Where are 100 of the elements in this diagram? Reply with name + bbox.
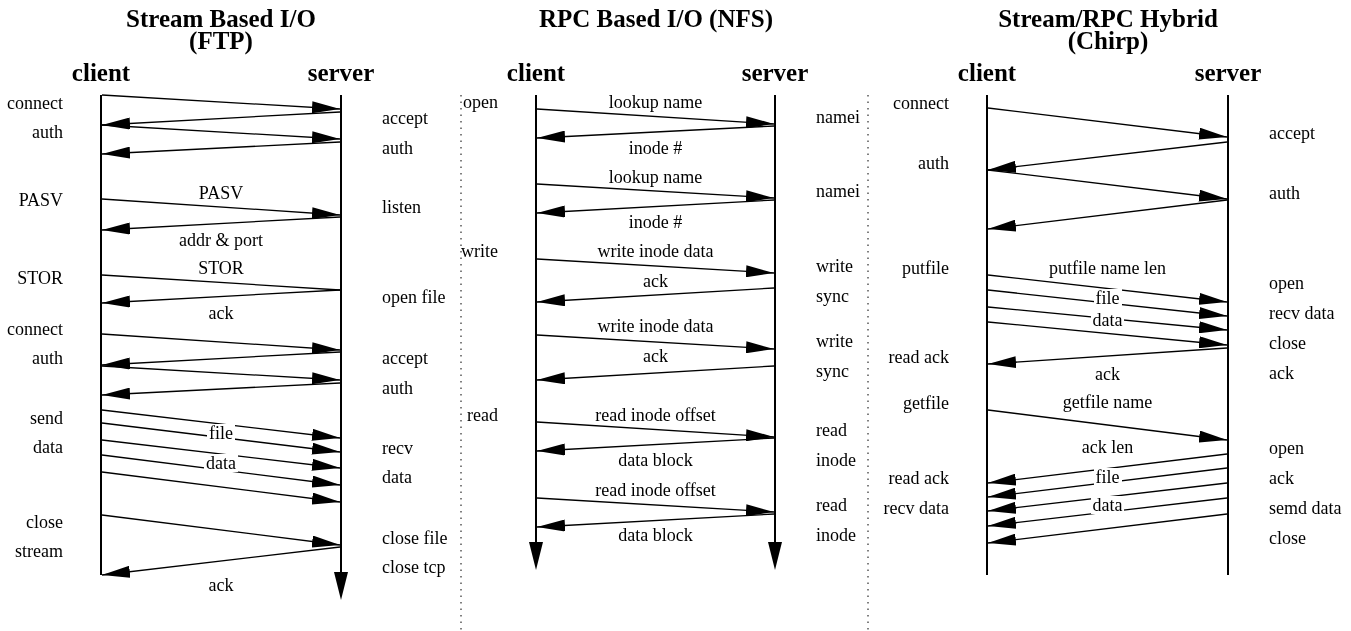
step-label: close file xyxy=(382,528,448,548)
message-arrow xyxy=(101,351,341,370)
step-label: auth xyxy=(918,153,949,173)
step-label: write xyxy=(816,256,853,276)
step-label: read xyxy=(816,495,847,515)
edge-label: lookup name xyxy=(606,93,705,111)
step-label: auth xyxy=(32,348,63,368)
message-arrow xyxy=(536,125,775,143)
edge-label: file xyxy=(1093,468,1122,486)
step-label: read xyxy=(816,420,847,440)
step-label: namei xyxy=(816,107,860,127)
step-label: write xyxy=(461,241,498,261)
step-label: getfile xyxy=(903,393,949,413)
message-arrow xyxy=(101,94,341,114)
message-arrow xyxy=(987,467,1228,500)
step-label: auth xyxy=(1269,183,1300,203)
step-label: putfile xyxy=(902,258,949,278)
step-label: close xyxy=(1269,528,1306,548)
message-arrow xyxy=(536,421,775,442)
step-label: ack xyxy=(1269,468,1294,488)
step-label: connect xyxy=(7,93,63,113)
edge-label: ack len xyxy=(1079,438,1136,456)
step-label: write xyxy=(816,331,853,351)
step-label: read xyxy=(467,405,498,425)
message-arrow xyxy=(987,347,1228,369)
edge-label: ack xyxy=(641,347,670,365)
step-label: read ack xyxy=(888,468,949,488)
step-label: open file xyxy=(382,287,446,307)
message-arrow xyxy=(536,513,775,532)
message-arrow xyxy=(101,141,341,159)
edge-label: ack xyxy=(206,576,236,594)
edge-label: data block xyxy=(616,451,695,469)
step-label: close xyxy=(1269,333,1306,353)
edge-label: inode # xyxy=(626,213,685,231)
message-arrow xyxy=(536,199,775,218)
step-label: open xyxy=(1269,438,1304,458)
lifeline-heading: server xyxy=(307,59,375,87)
step-label: recv data xyxy=(883,498,949,518)
edge-label: data block xyxy=(616,526,695,544)
step-label: accept xyxy=(382,348,428,368)
message-arrow xyxy=(101,333,341,355)
message-arrow xyxy=(101,198,341,220)
message-arrow xyxy=(101,124,341,144)
message-arrow xyxy=(987,409,1228,443)
message-arrow xyxy=(987,199,1228,232)
message-arrow xyxy=(536,108,775,129)
message-arrow xyxy=(101,471,341,505)
edge-label: ack xyxy=(206,304,236,322)
step-label: namei xyxy=(816,181,860,201)
edge-label: ack xyxy=(1093,365,1122,383)
step-label: PASV xyxy=(18,190,63,210)
lifeline-heading: client xyxy=(957,59,1017,87)
step-label: auth xyxy=(382,378,413,398)
lifeline-heading: client xyxy=(71,59,131,87)
step-label: recv data xyxy=(382,437,414,489)
message-arrow xyxy=(101,365,341,385)
message-arrow xyxy=(101,382,341,400)
step-label: accept xyxy=(382,108,428,128)
message-arrow xyxy=(987,274,1228,305)
step-label: sync xyxy=(816,361,849,381)
message-arrow xyxy=(987,513,1228,546)
message-arrow xyxy=(101,289,341,308)
message-arrow xyxy=(536,334,775,354)
edge-label: addr & port xyxy=(177,231,265,249)
lifeline-heading: server xyxy=(1194,59,1262,87)
step-label: accept xyxy=(1269,123,1315,143)
panel-heading: Stream/RPC Hybrid (Chirp) xyxy=(997,8,1219,52)
message-arrow xyxy=(987,289,1228,319)
edge-label: getfile name xyxy=(1060,393,1155,411)
step-label: inode xyxy=(816,525,856,545)
step-label: semd data xyxy=(1269,498,1342,518)
edge-label: file xyxy=(1093,289,1122,307)
edge-label: STOR xyxy=(196,259,246,277)
message-arrow xyxy=(536,365,775,385)
edge-label: write inode data xyxy=(595,317,716,335)
step-label: inode xyxy=(816,450,856,470)
edge-label: data xyxy=(1090,311,1125,329)
step-label: ack xyxy=(1269,363,1294,383)
step-label: STOR xyxy=(17,268,63,288)
message-arrow xyxy=(536,287,775,307)
step-label: read ack xyxy=(888,347,949,367)
message-arrow xyxy=(536,183,775,203)
step-label: connect xyxy=(7,319,63,339)
step-label: close stream xyxy=(14,511,63,563)
message-arrow xyxy=(987,169,1228,202)
message-arrow xyxy=(536,437,775,456)
step-label: open xyxy=(463,92,498,112)
edge-label: read inode offset xyxy=(593,481,718,499)
message-arrow xyxy=(101,409,341,441)
message-arrow xyxy=(987,141,1228,173)
edge-label: data xyxy=(204,454,238,472)
step-label: close tcp xyxy=(382,557,446,577)
message-arrow xyxy=(101,546,341,578)
message-arrow xyxy=(101,216,341,235)
step-label: sync xyxy=(816,286,849,306)
step-label: send data xyxy=(29,407,63,459)
message-arrow xyxy=(101,514,341,548)
edge-label: lookup name xyxy=(606,168,705,186)
step-label: connect xyxy=(893,93,949,113)
edge-label: PASV xyxy=(196,184,246,202)
